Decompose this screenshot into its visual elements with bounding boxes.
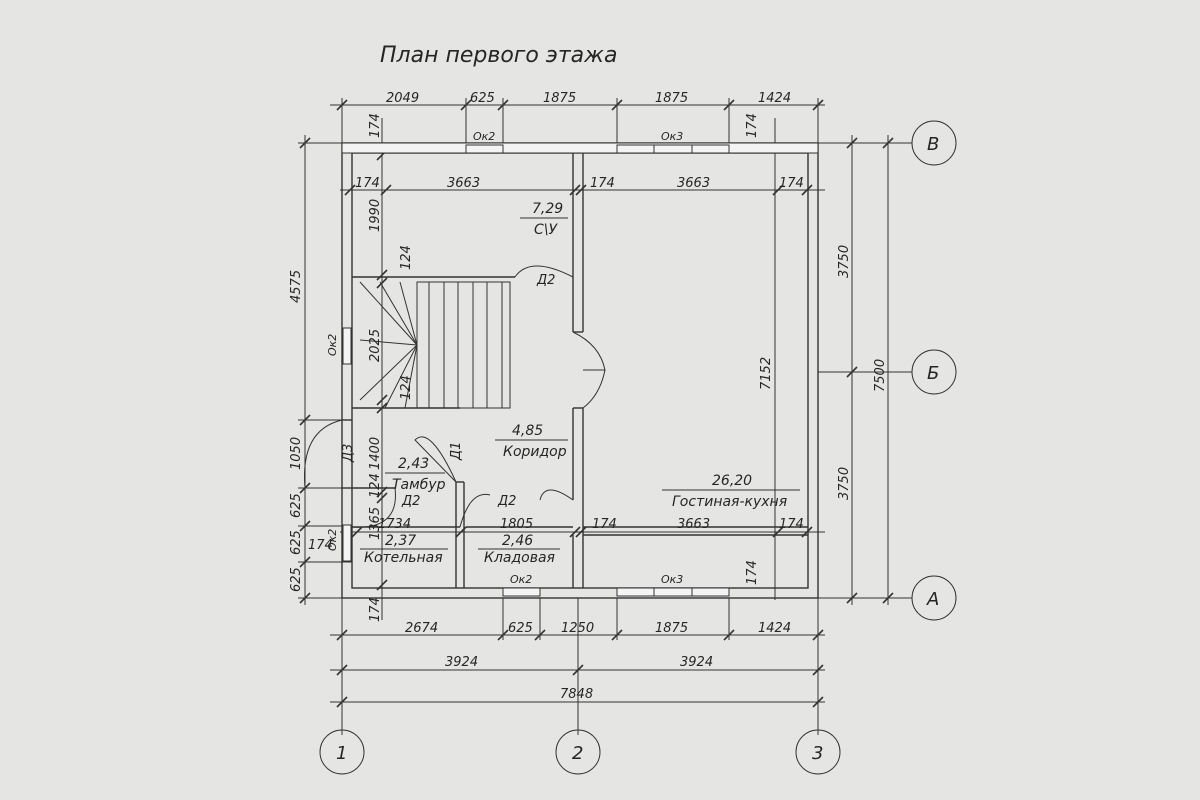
svg-text:3924: 3924	[680, 655, 713, 670]
room-area-storage: 2,46	[502, 533, 533, 549]
svg-text:625: 625	[289, 567, 304, 592]
svg-text:3663: 3663	[677, 517, 710, 532]
dimension-labels-bottom: 2674 625 1250 1875 1424 3924 3924 7848	[405, 621, 791, 702]
room-labels: 7,29 С\У 4,85 Коридор 26,20 Гостиная-кух…	[360, 201, 800, 566]
svg-text:1250: 1250	[561, 621, 594, 636]
svg-text:174: 174	[745, 560, 760, 585]
svg-text:2674: 2674	[405, 621, 438, 636]
svg-text:625: 625	[289, 493, 304, 518]
axis-label-1: 1	[336, 743, 347, 764]
svg-text:625: 625	[470, 91, 495, 106]
svg-text:1875: 1875	[655, 621, 688, 636]
windows	[342, 144, 730, 597]
svg-text:1050: 1050	[289, 437, 304, 470]
svg-text:1424: 1424	[758, 621, 791, 636]
svg-text:2025: 2025	[368, 329, 383, 362]
room-name-corridor: Коридор	[503, 444, 567, 460]
svg-text:1400: 1400	[368, 437, 383, 470]
svg-text:4575: 4575	[289, 270, 304, 303]
room-area-wc: 7,29	[532, 201, 563, 217]
svg-text:7848: 7848	[560, 687, 593, 702]
svg-text:3663: 3663	[677, 176, 710, 191]
room-name-storage: Кладовая	[484, 550, 555, 566]
svg-text:Ок2: Ок2	[510, 573, 532, 586]
dimension-lines	[298, 98, 912, 735]
room-name-vestibule: Тамбур	[392, 477, 446, 493]
svg-text:Ок2: Ок2	[326, 334, 339, 356]
svg-text:1734: 1734	[378, 517, 411, 532]
svg-text:1990: 1990	[368, 199, 383, 232]
svg-text:174: 174	[590, 176, 615, 191]
svg-text:Ок2: Ок2	[326, 529, 339, 551]
svg-text:124: 124	[399, 375, 414, 400]
room-name-wc: С\У	[534, 222, 558, 238]
door-labels: Д2 Д1 Д2 Д3 Д2	[341, 273, 555, 509]
svg-text:625: 625	[289, 530, 304, 555]
room-name-boiler: Котельная	[364, 550, 443, 566]
axis-label-v: В	[927, 134, 939, 155]
svg-text:3924: 3924	[445, 655, 478, 670]
svg-text:Д1: Д1	[449, 442, 464, 461]
dimension-labels-top: 2049 625 1875 1875 1424 174 3663 174 366…	[355, 91, 804, 532]
room-name-living: Гостиная-кухня	[672, 494, 787, 510]
plan-title: План первого этажа	[380, 43, 617, 68]
svg-text:2049: 2049	[386, 91, 419, 106]
svg-text:Ок3: Ок3	[661, 130, 683, 143]
svg-text:174: 174	[592, 517, 617, 532]
svg-text:1875: 1875	[655, 91, 688, 106]
svg-text:174: 174	[368, 113, 383, 138]
room-area-vestibule: 2,43	[398, 456, 429, 472]
svg-text:Д2: Д2	[536, 273, 555, 288]
dimension-labels-right: 174 7152 174 3750 3750 7500	[745, 113, 888, 585]
svg-text:174: 174	[368, 597, 383, 622]
svg-text:7152: 7152	[759, 357, 774, 390]
svg-text:124: 124	[399, 245, 414, 270]
svg-text:Д2: Д2	[497, 494, 516, 509]
axis-label-b: Б	[927, 363, 939, 384]
svg-text:625: 625	[508, 621, 533, 636]
svg-text:3750: 3750	[837, 467, 852, 500]
svg-text:Ок2: Ок2	[473, 130, 495, 143]
room-area-corridor: 4,85	[512, 423, 543, 439]
staircase	[359, 281, 511, 409]
svg-text:1365: 1365	[368, 507, 383, 540]
svg-text:1424: 1424	[758, 91, 791, 106]
room-area-boiler: 2,37	[385, 533, 416, 549]
axis-label-2: 2	[572, 743, 583, 764]
window-labels: Ок2 Ок3 Ок2 Ок2 Ок3 Ок2	[326, 130, 683, 586]
axis-label-a: А	[926, 589, 939, 610]
svg-text:7500: 7500	[873, 359, 888, 392]
svg-text:174: 174	[779, 176, 804, 191]
svg-text:174: 174	[779, 517, 804, 532]
door-swings	[303, 265, 606, 528]
svg-text:Д3: Д3	[341, 444, 356, 463]
svg-text:1875: 1875	[543, 91, 576, 106]
svg-text:3750: 3750	[837, 245, 852, 278]
svg-text:174: 174	[745, 113, 760, 138]
axis-bubbles	[319, 120, 957, 775]
svg-text:3663: 3663	[447, 176, 480, 191]
svg-text:174: 174	[308, 538, 333, 553]
svg-text:Ок3: Ок3	[661, 573, 683, 586]
svg-text:1805: 1805	[500, 517, 533, 532]
svg-text:Д2: Д2	[401, 494, 420, 509]
svg-text:124: 124	[368, 473, 383, 498]
axis-label-3: 3	[812, 743, 823, 764]
walls	[341, 142, 819, 599]
dimension-labels-left: 4575 1050 625 625 625 174 1990 124 2025 …	[289, 113, 414, 622]
svg-text:174: 174	[355, 176, 380, 191]
room-area-living: 26,20	[712, 473, 752, 489]
